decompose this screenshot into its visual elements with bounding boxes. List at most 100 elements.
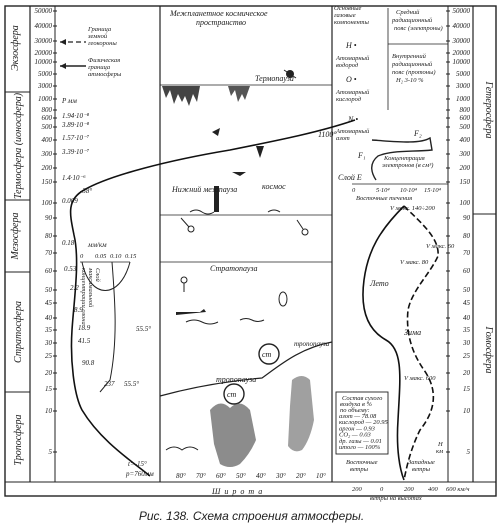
altitude-tick: 1000 — [456, 95, 471, 103]
altitude-tick: 50 — [45, 286, 53, 294]
kosmos-label: космос — [262, 182, 286, 191]
pressure-value: 0.009 — [62, 197, 78, 205]
diagram-frame — [4, 5, 497, 497]
composition-item: др. газы — 0.01 — [339, 438, 382, 445]
pressure-value: 8.9 — [74, 306, 83, 314]
altitude-tick: 30 — [44, 339, 53, 347]
tropopause-label-right: тропопауза — [294, 340, 330, 348]
altitude-tick: 30 — [462, 339, 471, 347]
pressure-value: 1.57·10⁻⁷ — [62, 134, 90, 142]
composition-item: азот — 78.08 — [339, 413, 377, 420]
winter-wind-curve — [403, 205, 439, 481]
stratopause-label: Стратопауза — [210, 264, 257, 273]
arrow-icon — [60, 63, 66, 69]
altitude-tick: 50000 — [453, 7, 471, 15]
composition-item: аргон — 0.93 — [339, 425, 376, 432]
cyclone-label: ст — [262, 350, 272, 359]
f2-label: F₂ — [413, 129, 422, 138]
altitude-tick: 5 — [467, 448, 471, 456]
altitude-tick: 100 — [42, 199, 53, 207]
winter-label: Зима — [404, 328, 421, 337]
altitude-tick: 100 — [460, 199, 471, 207]
figure-caption: Рис. 138. Схема строения атмосферы. — [138, 509, 365, 523]
electron-tick: 10·10⁴ — [400, 187, 418, 194]
o-atom: O • — [346, 75, 357, 84]
value-237: 237 — [104, 380, 115, 388]
composition-box — [335, 391, 389, 455]
altitude-tick: 40 — [45, 314, 53, 322]
rocket-icon — [212, 128, 220, 136]
altitude-tick: 40 — [463, 314, 471, 322]
altitude-tick: 45 — [45, 299, 53, 307]
altitude-tick: 80 — [45, 232, 53, 240]
cyclone-icon: ст — [258, 343, 280, 365]
pressure-value: 41.5 — [78, 337, 91, 345]
latitude-tick: 50° — [236, 472, 246, 480]
pressure-value: 0.53 — [64, 265, 77, 273]
altitude-tick: 20 — [463, 369, 471, 377]
latitude-tick: 30° — [275, 472, 286, 480]
balloon-icon — [278, 291, 288, 307]
noctilucent-cloud — [189, 209, 281, 215]
sphere-label: Гомосфера — [483, 326, 494, 374]
arrow-icon — [60, 39, 66, 45]
altitude-tick: 5 — [49, 448, 53, 456]
altitude-tick: 50 — [463, 286, 471, 294]
winds-at-height: ветры на высотах — [370, 495, 422, 502]
tropopause-line — [159, 341, 333, 397]
electron-curve — [371, 136, 433, 181]
altitude-tick: 45 — [463, 299, 471, 307]
aurora-shape — [228, 86, 250, 102]
altitude-tick: 10 — [45, 407, 53, 415]
wind-tick: 200 — [352, 486, 363, 493]
electron-tick: 15·10⁴ — [424, 187, 442, 194]
vmax-150: V макс. 140÷200 — [390, 205, 436, 212]
altitude-tick: 400 — [460, 136, 471, 144]
temp-label: -38° — [80, 187, 92, 195]
altitude-tick: 3000 — [455, 82, 471, 90]
nacreous-cloud — [185, 318, 265, 325]
altitude-tick: 40000 — [35, 22, 53, 30]
summer-wind-curve — [362, 205, 405, 481]
altitude-tick: 35 — [44, 326, 53, 334]
latitude-tick: 60° — [216, 472, 226, 480]
altitude-tick: 25 — [463, 352, 471, 360]
e-layer-label: Слой E — [338, 173, 362, 182]
altitude-tick: 5000 — [456, 70, 471, 78]
altitude-tick: 3000 — [37, 82, 53, 90]
altitude-tick: 10000 — [35, 58, 53, 66]
cyclone-icon: ст — [223, 383, 245, 405]
altitude-tick: 90 — [463, 214, 471, 222]
altitude-tick: 150 — [42, 178, 53, 186]
wind-tick: 0 — [380, 486, 384, 493]
altitude-tick: 200 — [460, 164, 471, 172]
airplane-icon — [176, 309, 206, 315]
tropopause-label: тропопауза — [216, 375, 256, 384]
pressure-unit: P мм — [61, 97, 77, 105]
latitude-ticks: 80°70°60°50°40°30°20°10° — [176, 472, 326, 480]
pressure-value: 90.8 — [82, 359, 95, 367]
altitude-tick: 200 — [42, 164, 53, 172]
sphere-label: Мезосфера — [10, 213, 21, 261]
composition-item: итого — 100% — [339, 444, 381, 451]
h-atom: H • — [345, 41, 357, 50]
altitude-tick: 50000 — [35, 7, 53, 15]
altitude-tick: 15 — [45, 385, 53, 393]
altitude-tick: 300 — [459, 150, 471, 158]
ozone-note: Слоймаксимальнойконцентрации озона — [80, 267, 101, 325]
altitude-tick: 300 — [41, 150, 53, 158]
electron-tick: 0 — [352, 187, 356, 194]
aurora-shape — [162, 86, 200, 106]
pressure-value: 0.18 — [62, 239, 75, 247]
